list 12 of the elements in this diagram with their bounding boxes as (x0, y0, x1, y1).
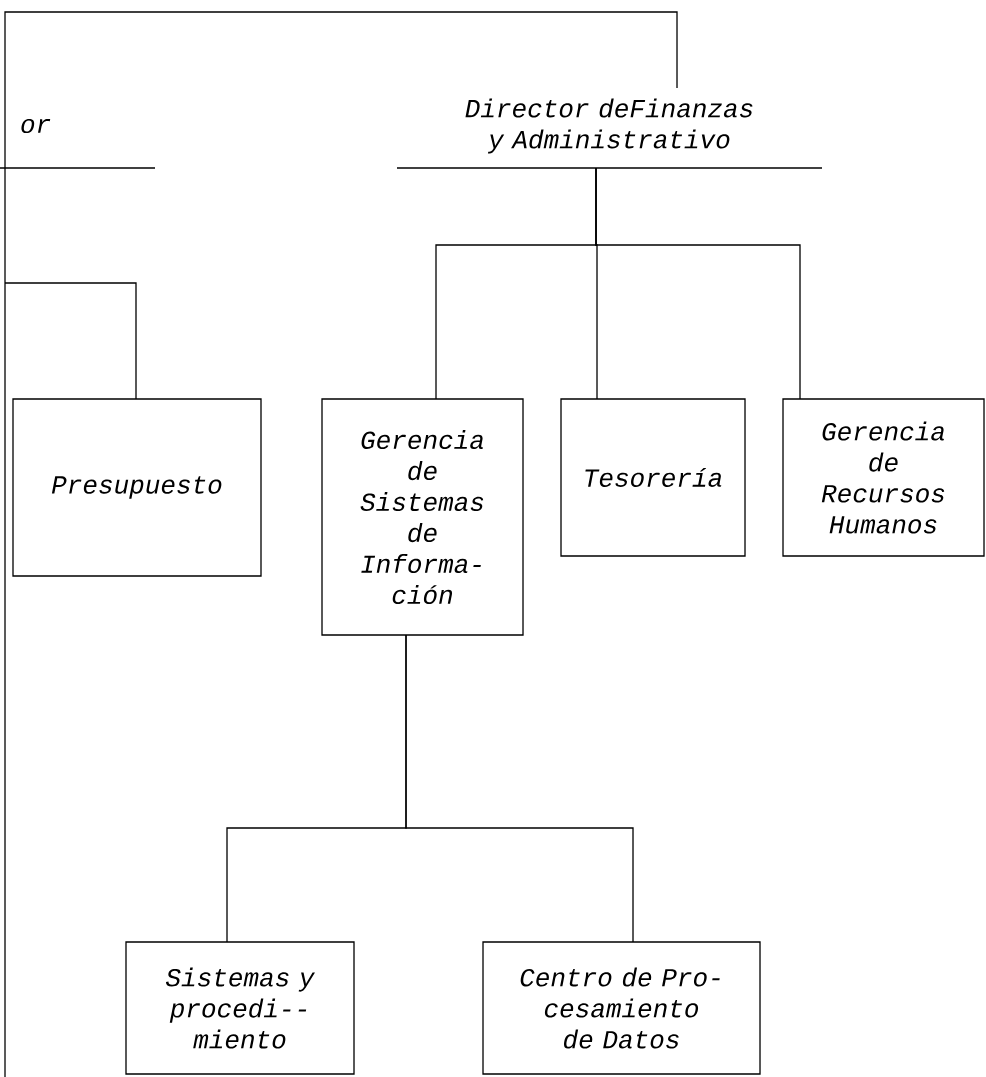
underlined-title: or (0, 118, 156, 169)
connector-line (4, 11, 678, 1077)
org-box: Tesorería (560, 398, 746, 557)
org-box: Gerencia de Recursos Humanos (782, 398, 985, 557)
org-box: Centro de Pro- cesamiento de Datos (482, 941, 761, 1075)
org-box: Sistemas y procedi-- miento (125, 941, 355, 1075)
org-box: Presupuesto (12, 398, 262, 577)
org-box: Gerencia de Sistemas de Informa- ción (321, 398, 524, 636)
underlined-title: Director deFinanzas y Administrativo (396, 98, 823, 169)
connector-line (4, 282, 137, 400)
connector-line (405, 634, 634, 943)
connector-line (595, 167, 801, 400)
